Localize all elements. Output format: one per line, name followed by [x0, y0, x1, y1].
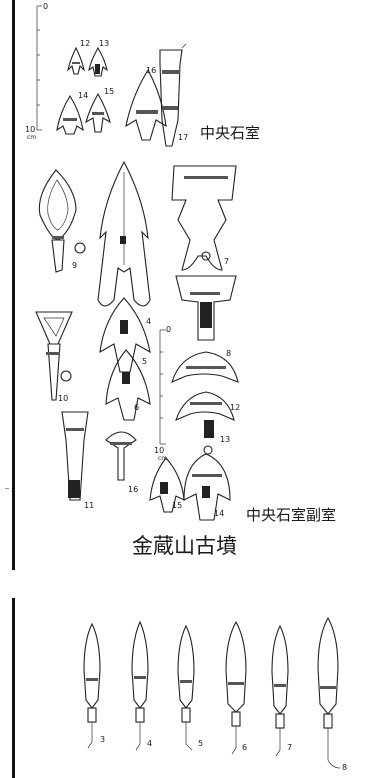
scale-mid-unit: cm	[158, 455, 168, 462]
figure-bottom-label-5: 5	[198, 739, 204, 748]
figure-mid-label-14: 14	[214, 509, 225, 518]
figure-mid-label-6: 6	[134, 403, 140, 412]
caption-central-sub-chamber: 中央石室副室	[246, 506, 337, 524]
figure-mid-drawing	[35, 160, 239, 521]
scale-mid-zero: 0	[166, 325, 172, 334]
figure-bottom-label-7: 7	[287, 743, 293, 752]
left-rule-lower	[12, 598, 15, 778]
scale-mid-ten: 10	[154, 446, 165, 455]
figure-mid-label-15: 15	[172, 501, 183, 510]
figure-top-label-14: 14	[78, 91, 89, 100]
figure-top-label-12: 12	[80, 39, 91, 48]
figure-bottom-label-6: 6	[242, 743, 248, 752]
figure-mid-label-7: 7	[224, 257, 230, 266]
figure-mid-label-5: 5	[142, 357, 148, 366]
figure-bottom-label-3: 3	[100, 735, 106, 744]
figure-mid-label-8: 8	[226, 349, 232, 358]
scale-top-zero: 0	[43, 2, 49, 11]
left-rule-tick	[5, 488, 9, 489]
figure-top-label-17: 17	[178, 133, 189, 142]
figure-mid-label-16: 16	[128, 485, 139, 494]
figure-mid-label-4: 4	[146, 317, 152, 326]
scale-top-unit: cm	[27, 134, 37, 141]
figure-mid-label-13: 13	[220, 435, 231, 444]
figure-top-label-13: 13	[99, 39, 110, 48]
figure-top-drawing	[36, 5, 187, 147]
left-rule-upper	[12, 0, 15, 570]
figure-mid-label-12: 12	[230, 403, 241, 412]
caption-site-name: 金蔵山古墳	[132, 534, 237, 558]
figure-bottom-label-4: 4	[147, 739, 153, 748]
caption-central-chamber: 中央石室	[200, 124, 261, 142]
figure-bottom-label-8: 8	[342, 763, 348, 772]
figure-top-label-15: 15	[104, 87, 115, 96]
figure-top-label-16: 16	[146, 66, 157, 75]
figure-mid-label-10: 10	[58, 394, 69, 403]
figure-mid-label-11: 11	[84, 501, 95, 510]
scale-top-ten: 10	[25, 125, 36, 134]
figure-mid-label-9: 9	[72, 261, 78, 270]
